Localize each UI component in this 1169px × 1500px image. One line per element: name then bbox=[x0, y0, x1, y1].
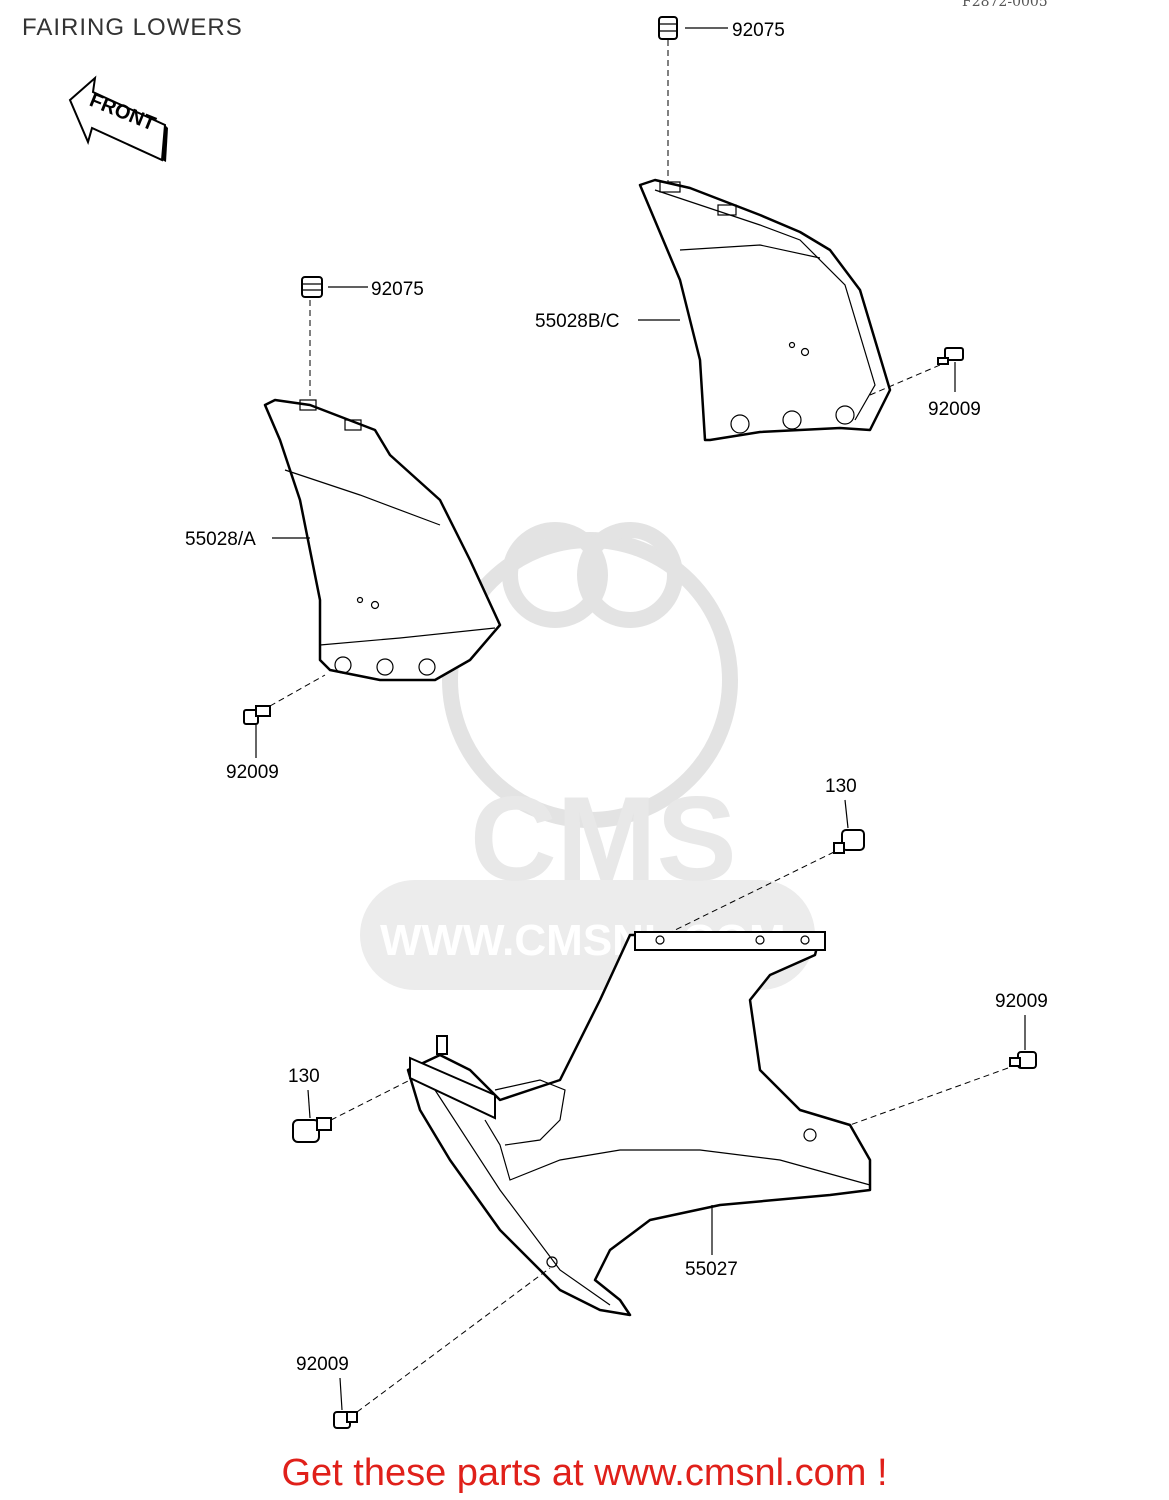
label-130-top: 130 bbox=[825, 776, 857, 797]
label-92009-right: 92009 bbox=[995, 991, 1048, 1012]
page-title: FAIRING LOWERS bbox=[22, 14, 243, 41]
clip-92075-top[interactable] bbox=[658, 16, 728, 182]
part-55028a[interactable] bbox=[263, 398, 502, 682]
drawing-code: F2872-0005 bbox=[962, 0, 1048, 10]
label-92075-top: 92075 bbox=[732, 20, 785, 41]
label-92009-left: 92009 bbox=[226, 762, 279, 783]
footer-link[interactable]: Get these parts at www.cmsnl.com ! bbox=[281, 1452, 888, 1494]
label-55028bc: 55028B/C bbox=[535, 311, 620, 332]
label-55027: 55027 bbox=[685, 1259, 738, 1280]
label-92009-bottom: 92009 bbox=[296, 1354, 349, 1375]
bolt-92009-bottom[interactable] bbox=[333, 1267, 551, 1429]
label-55028a: 55028/A bbox=[185, 529, 256, 550]
part-55028bc[interactable] bbox=[638, 178, 892, 442]
bolt-130-left[interactable] bbox=[292, 1079, 411, 1143]
clip-92075-left[interactable] bbox=[301, 276, 368, 400]
watermark-brand: CMS bbox=[470, 772, 737, 906]
front-arrow-icon: FRONT bbox=[68, 75, 168, 162]
bolt-130-top[interactable] bbox=[664, 799, 865, 936]
bolt-92009-upper-right[interactable] bbox=[869, 347, 964, 396]
bolt-92009-right[interactable] bbox=[849, 1015, 1037, 1126]
label-130-left: 130 bbox=[288, 1066, 320, 1087]
label-92075-left: 92075 bbox=[371, 279, 424, 300]
bolt-92009-left[interactable] bbox=[243, 674, 326, 758]
part-55027[interactable] bbox=[406, 931, 872, 1317]
label-92009-upper: 92009 bbox=[928, 399, 981, 420]
